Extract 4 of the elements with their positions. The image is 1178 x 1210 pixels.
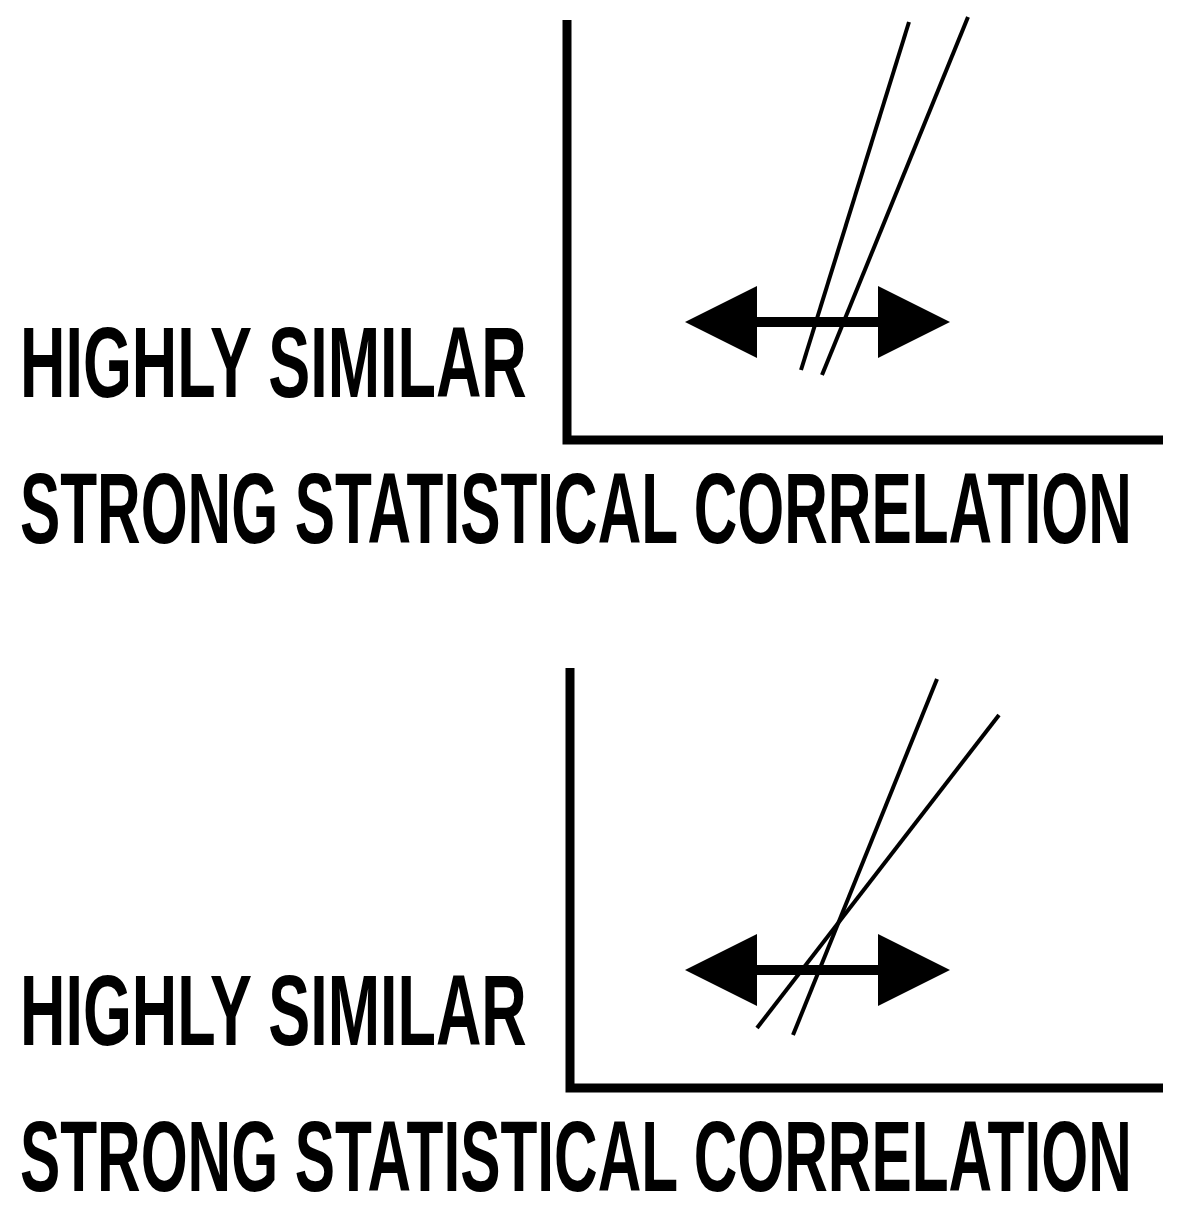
caption-text: STRONG STATISTICAL CORRELATION	[20, 1106, 1132, 1206]
heading-text: HIGHLY SIMILAR	[20, 312, 527, 412]
heading-text: HIGHLY SIMILAR	[20, 960, 527, 1060]
caption-text: STRONG STATISTICAL CORRELATION	[20, 458, 1132, 558]
